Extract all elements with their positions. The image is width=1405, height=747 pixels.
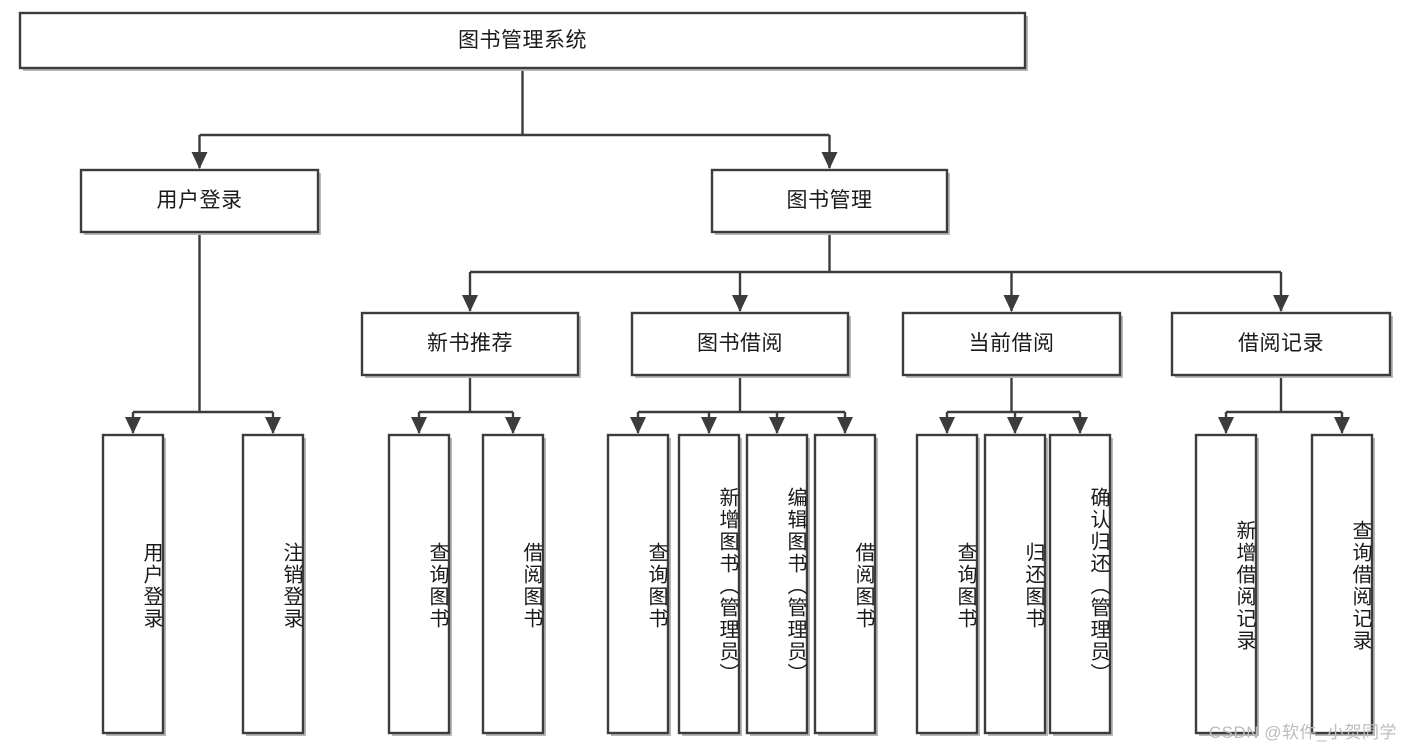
connector-arrow-icon — [462, 295, 478, 312]
connector-layer — [125, 68, 1350, 434]
connector-arrow-icon — [265, 417, 281, 434]
connector-arrow-icon — [701, 417, 717, 434]
connector-arrow-icon — [411, 417, 427, 434]
connector-arrow-icon — [125, 417, 141, 434]
watermark-text: CSDN @软件_小贺同学 — [1208, 723, 1397, 742]
node-box-leaf_5 — [677, 433, 741, 735]
node-box-root — [18, 11, 1027, 70]
node-box-leaf_6 — [745, 433, 809, 735]
node-box-leaf_1 — [241, 433, 305, 735]
node-box-l3_1 — [630, 311, 850, 377]
node-box-leaf_8 — [915, 433, 979, 735]
node-box-l3_2 — [901, 311, 1122, 377]
node-box-leaf_3 — [481, 433, 545, 735]
connector-arrow-icon — [1334, 417, 1350, 434]
connector-arrow-icon — [732, 295, 748, 312]
connector-arrow-icon — [821, 152, 838, 169]
connector-arrow-icon — [939, 417, 955, 434]
connector-arrow-icon — [1003, 295, 1020, 312]
connector-arrow-icon — [1072, 417, 1088, 434]
connector-arrow-icon — [1273, 295, 1289, 312]
connector-arrow-icon — [769, 417, 785, 434]
node-box-leaf_12 — [1310, 433, 1374, 735]
node-shape-layer — [18, 11, 1393, 736]
node-box-l3_3 — [1170, 311, 1392, 377]
node-box-leaf_2 — [387, 433, 451, 735]
connector-arrow-icon — [1007, 417, 1023, 434]
node-box-l2_0 — [79, 168, 320, 234]
node-box-leaf_4 — [606, 433, 670, 735]
node-box-leaf_11 — [1194, 433, 1258, 735]
node-box-l2_1 — [710, 168, 949, 234]
node-box-leaf_7 — [813, 433, 877, 735]
connector-arrow-icon — [191, 152, 208, 169]
connector-arrow-icon — [1218, 417, 1234, 434]
connector-arrow-icon — [837, 417, 853, 434]
node-box-leaf_0 — [101, 433, 165, 735]
node-box-leaf_9 — [983, 433, 1047, 735]
connector-arrow-icon — [505, 417, 521, 434]
node-box-leaf_10 — [1048, 433, 1112, 735]
connector-arrow-icon — [630, 417, 646, 434]
node-box-l3_0 — [360, 311, 580, 377]
